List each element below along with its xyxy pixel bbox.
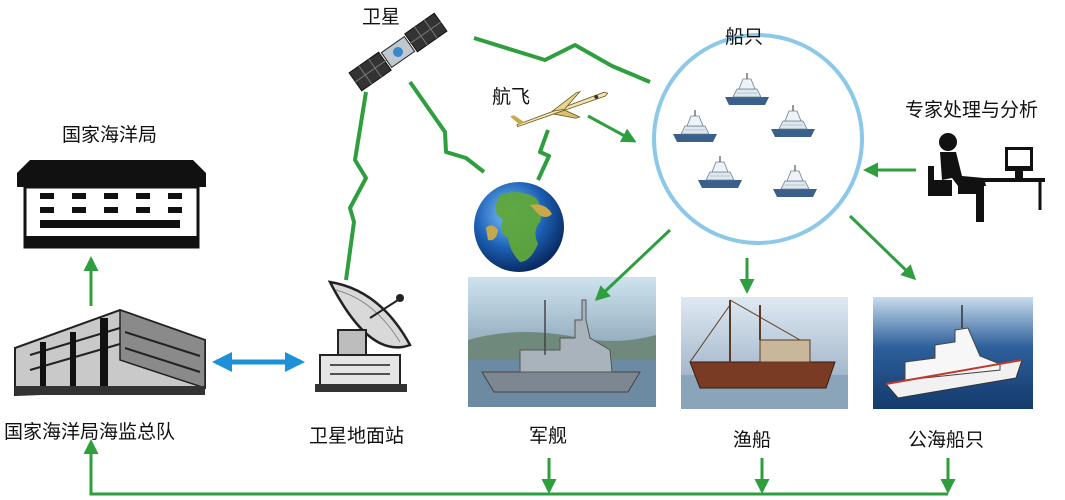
arrow-ships-warship	[594, 228, 672, 302]
link-satellite-globe	[408, 80, 486, 174]
link-satellite-ships	[473, 36, 651, 84]
wireless-links	[344, 36, 651, 281]
link-aircraft-globe	[536, 129, 551, 181]
arrow-ships-highseas	[848, 214, 917, 281]
label-satellite: 卫星	[362, 6, 401, 28]
high-seas-ship-photo	[873, 297, 1033, 409]
label-expert: 专家处理与分析	[905, 99, 1039, 121]
globe-icon	[474, 182, 564, 272]
fishing-boat-photo	[681, 297, 848, 409]
ships-circle	[652, 33, 864, 245]
label-ships: 船只	[725, 26, 764, 48]
headquarters-building-icon	[14, 308, 206, 397]
label-marine-surveillance: 国家海洋局海监总队	[4, 421, 176, 443]
satellite-icon	[348, 12, 448, 92]
aircraft-icon	[510, 90, 609, 128]
label-ground-station: 卫星地面站	[309, 425, 405, 447]
label-fishing-boat: 渔船	[733, 429, 772, 451]
label-high-seas-ship: 公海船只	[908, 429, 985, 451]
flow-arrows	[83, 114, 956, 496]
arrow-aircraft-ships	[587, 114, 637, 143]
ship-icon	[672, 72, 818, 198]
link-satellite-ground	[344, 91, 368, 281]
label-aircraft: 航飞	[492, 86, 531, 108]
feedback-bus	[83, 439, 948, 496]
label-oceanic-admin: 国家海洋局	[62, 124, 158, 146]
expert-workstation-icon	[928, 133, 1045, 222]
satellite-dish-icon	[315, 280, 412, 392]
warship-photo	[468, 277, 656, 407]
office-building-icon	[17, 160, 206, 249]
label-warship: 军舰	[529, 425, 568, 447]
